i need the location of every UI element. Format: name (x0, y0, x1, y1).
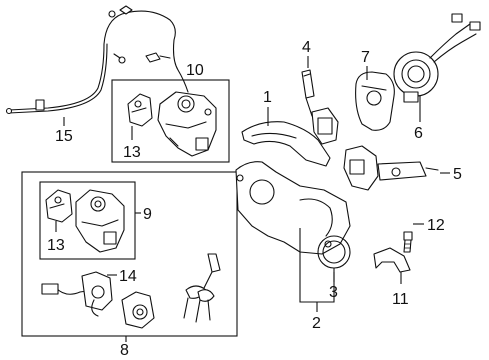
callout-8: 8 (120, 342, 129, 359)
callout-4: 4 (302, 39, 311, 56)
callout-6: 6 (414, 125, 423, 142)
seal-ring-part (317, 235, 351, 269)
callout-14: 14 (119, 268, 137, 285)
key-reminder-switch-part-b (45, 189, 73, 223)
ignition-switch-part (41, 271, 113, 317)
clock-spring-housing-part (355, 71, 395, 131)
ignition-lock-housing-part (157, 91, 217, 157)
key-interlock-cable-part (5, 5, 189, 115)
lower-cover-part (235, 161, 351, 255)
lock-cylinder-part (121, 291, 155, 329)
callout-3: 3 (329, 284, 338, 301)
clock-spring-part (393, 13, 481, 103)
wiper-switch-part (301, 69, 339, 145)
callout-1: 1 (263, 89, 272, 106)
keys-part (183, 253, 221, 323)
callout-7: 7 (361, 49, 370, 66)
callout-12: 12 (427, 217, 445, 234)
callout-11: 11 (392, 291, 409, 308)
callout-10: 10 (186, 62, 204, 79)
box-10 (111, 79, 230, 163)
clip-bracket-part (373, 247, 411, 273)
upper-cover-part (241, 121, 331, 167)
callout-2: 2 (312, 315, 321, 332)
key-reminder-switch-part-a (127, 93, 153, 127)
callout-13b: 13 (47, 237, 65, 254)
screw-part (403, 231, 413, 253)
callout-15: 15 (55, 128, 73, 145)
lock-cylinder-housing-part (75, 189, 125, 253)
box-8 (21, 171, 238, 337)
combination-switch-part (343, 145, 439, 191)
callout-5: 5 (453, 166, 462, 183)
box-9 (39, 181, 136, 260)
callout-13a: 13 (123, 144, 141, 161)
callout-9: 9 (143, 206, 152, 223)
